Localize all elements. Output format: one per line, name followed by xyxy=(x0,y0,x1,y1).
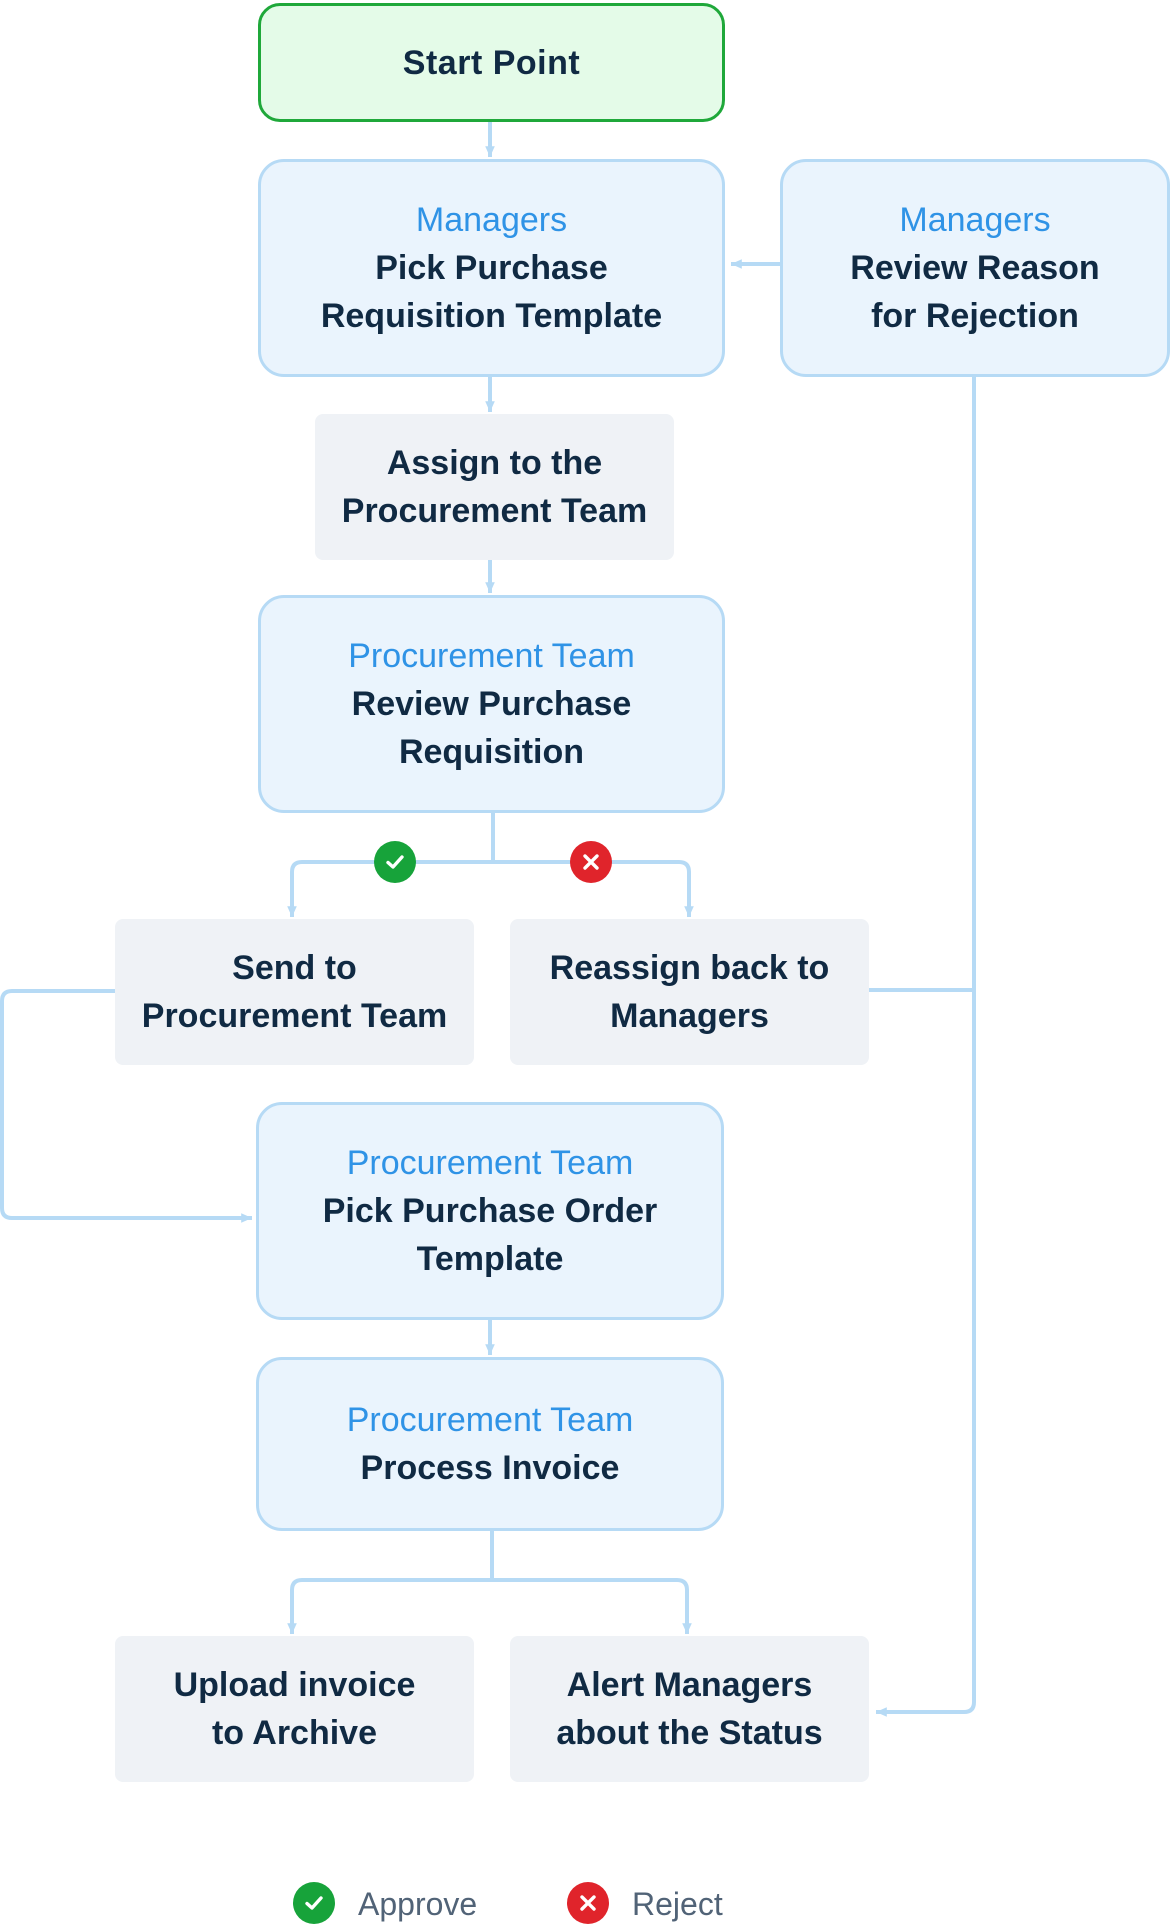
check-icon xyxy=(386,855,404,869)
pick-requisition-node[interactable]: Managers Pick Purchase Requisition Templ… xyxy=(258,159,725,377)
approve-badge xyxy=(374,841,416,883)
edge-process-invoice-to-alert xyxy=(492,1578,692,1634)
alert-managers-node[interactable]: Alert Managers about the Status xyxy=(510,1636,869,1782)
edge-send-to-pick-order xyxy=(0,989,252,1223)
reassign-managers-node[interactable]: Reassign back to Managers xyxy=(510,919,869,1065)
process-invoice-node[interactable]: Procurement Team Process Invoice xyxy=(256,1357,724,1531)
assign-procurement-node[interactable]: Assign to the Procurement Team xyxy=(315,414,674,560)
review-requisition-node[interactable]: Procurement Team Review Purchase Requisi… xyxy=(258,595,725,813)
edge-reassign-to-review-rejection xyxy=(868,376,976,992)
legend-reject-icon xyxy=(567,1882,609,1924)
node-text: Start Point xyxy=(402,43,581,82)
node-text: Pick Purchase Requisition Template xyxy=(320,249,663,335)
node-text: Alert Managers about the Status xyxy=(556,1666,823,1752)
cross-icon xyxy=(580,1895,596,1911)
cross-icon xyxy=(583,854,599,870)
node-text: Pick Purchase Order Template xyxy=(322,1192,658,1278)
node-text: Reassign back to Managers xyxy=(549,949,830,1035)
role-label: Managers xyxy=(899,201,1051,239)
node-text: Assign to the Procurement Team xyxy=(341,444,648,530)
reject-badge xyxy=(570,841,612,883)
pick-order-node[interactable]: Procurement Team Pick Purchase Order Tem… xyxy=(256,1102,724,1320)
upload-archive-node[interactable]: Upload invoice to Archive xyxy=(115,1636,474,1782)
edge-process-invoice-to-upload xyxy=(287,1529,494,1634)
role-label: Procurement Team xyxy=(346,1144,634,1182)
legend-reject-label: Reject xyxy=(632,1886,723,1922)
edge-review-to-reassign-reject xyxy=(493,860,694,917)
role-label: Managers xyxy=(415,201,568,239)
node-text: Review Reason for Rejection xyxy=(850,249,1100,335)
check-icon xyxy=(305,1896,323,1910)
node-text: Send to Procurement Team xyxy=(141,949,448,1035)
legend-approve-label: Approve xyxy=(358,1886,478,1922)
legend-approve-icon xyxy=(293,1882,335,1924)
edge-review-to-send-approve xyxy=(287,811,495,917)
role-label: Procurement Team xyxy=(348,637,635,675)
node-text: Process Invoice xyxy=(360,1449,620,1487)
edge-review-rejection-to-alert xyxy=(876,990,976,1717)
send-procurement-node[interactable]: Send to Procurement Team xyxy=(115,919,474,1065)
start-point-node[interactable]: Start Point xyxy=(258,3,725,122)
node-text: Upload invoice to Archive xyxy=(173,1666,416,1752)
role-label: Procurement Team xyxy=(346,1401,634,1439)
node-text: Review Purchase Requisition xyxy=(351,685,632,771)
review-rejection-node[interactable]: Managers Review Reason for Rejection xyxy=(780,159,1170,377)
